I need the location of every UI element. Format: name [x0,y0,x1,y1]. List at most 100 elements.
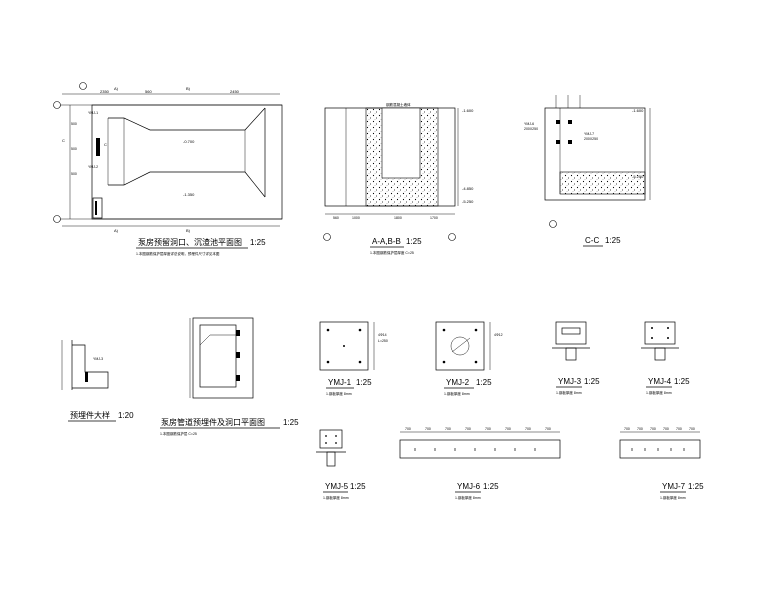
ymj-5-title: YMJ-5 [325,482,349,491]
ymj-4-note: 1.钢板厚度 8mm [646,390,672,395]
ymj-7-dim-0: 700 [624,427,630,431]
section-cc-scale: 1:25 [605,236,621,245]
section-cc-tag-a: YMJ-6 [524,122,534,126]
plan-dim-3: B) [186,86,191,91]
section-ab-scale: 1:25 [406,237,422,246]
ymj-6-dim-6: 700 [525,427,531,431]
plan-label-c: C [62,138,65,143]
ymj-6-scale: 1:25 [483,482,499,491]
detail-pump-embed: 泵房管道预埋件及洞口平面图 1:25 1.本图钢筋保护层 C=25 [160,317,299,436]
plan-dim-bot-0: A) [114,228,119,233]
section-cc-axis [549,220,557,228]
plan-left-dim-1: 500 [71,147,77,151]
plan-tag-2: YMJ-2 [88,165,98,169]
plan-view: 2350 A) 560 B) 2450 C C -0.700 -1.350 YM… [53,82,283,256]
ymj-6-dim-2: 700 [445,427,451,431]
axis-bubble-top [53,101,61,109]
section-ab-dim-2: 1800 [394,216,402,220]
ymj-2-note: 1.钢板厚度 8mm [444,391,470,396]
section-ab-dim-1: 1000 [352,216,360,220]
plan-dim-bot-1: B) [186,228,191,233]
ymj-3-scale: 1:25 [584,377,600,386]
plan-dim-1: A) [114,86,119,91]
ymj-1-detail: 4Φ14 L=250 YMJ-1 1:25 1.钢板厚度 8mm [319,321,388,396]
ymj-7-dim-2: 700 [650,427,656,431]
ymj-1-title: YMJ-1 [328,378,352,387]
ymj-6-dim-5: 700 [505,427,511,431]
section-ab: 钢筋混凝土墙体 -1.600 -4.850 -5.250 560 1000 18… [323,102,474,255]
ymj-2-title: YMJ-2 [446,378,470,387]
ymj-1-note: 1.钢板厚度 8mm [326,391,352,396]
section-ab-note: 1.本图钢筋保护层厚度 C=25 [370,250,414,255]
section-ab-axis-right [448,233,456,241]
detail-embedded-part: YMJ-3 预埋件大样 1:20 [61,340,134,422]
ymj-5-detail: YMJ-5 1:25 1.钢板厚度 8mm [316,429,366,500]
section-cc-tag-b-note: 200X250 [584,137,598,141]
section-cc-tag-b: YMJ-7 [584,132,594,136]
plan-title: 泵房预留洞口、沉渣池平面图 [138,237,242,247]
ymj-3-detail: YMJ-3 1:25 1.钢板厚度 8mm [552,321,600,395]
ymj-7-detail: 700 700 700 700 700 700 YMJ-7 1:25 1.钢板厚… [619,427,704,500]
plan-left-dim-2: 500 [71,172,77,176]
ymj-3-title: YMJ-3 [558,377,582,386]
axis-bubble-bottom [53,215,61,223]
section-cc-el-mid: -5.250 [632,174,644,179]
ymj-1-scale: 1:25 [356,378,372,387]
section-ab-title: A-A,B-B [372,237,401,246]
ymj-6-dim-7: 700 [545,427,551,431]
plan-elev-2: -1.350 [183,192,195,197]
plan-elev-1: -0.700 [183,139,195,144]
ymj-7-note: 1.钢板厚度 8mm [660,495,686,500]
ymj-4-scale: 1:25 [674,377,690,386]
plan-tag-1: YMJ-1 [88,111,98,115]
ymj-7-dim-3: 700 [663,427,669,431]
section-cc-tag-a-note: 200X250 [524,127,538,131]
ymj-2-scale: 1:25 [476,378,492,387]
plan-left-dim-0: 500 [71,122,77,126]
ymj-3-note: 1.钢板厚度 8mm [556,390,582,395]
plan-label-c2: C [104,142,107,147]
detail-2-title: 泵房管道预埋件及洞口平面图 [161,417,265,427]
detail-2-scale: 1:25 [283,418,299,427]
axis-bubble-col [79,82,87,90]
section-cc-title: C-C [585,236,599,245]
section-ab-dim-0: 560 [333,216,339,220]
ymj-4-detail: YMJ-4 1:25 1.钢板厚度 8mm [641,321,690,395]
detail-2-note: 1.本图钢筋保护层 C=25 [160,431,197,436]
detail-1-tag: YMJ-3 [93,357,103,361]
section-cc: YMJ-6 200X250 YMJ-7 200X250 -1.600 -5.25… [524,95,651,247]
ymj-7-scale: 1:25 [688,482,704,491]
ymj-6-dim-3: 700 [465,427,471,431]
ymj-5-scale: 1:25 [350,482,366,491]
section-ab-top-label: 钢筋混凝土墙体 [386,102,411,107]
ymj-5-note: 1.钢板厚度 8mm [323,495,349,500]
ymj-7-dim-1: 700 [637,427,643,431]
plan-dim-2: 560 [145,89,152,94]
section-ab-el-top: -1.600 [462,108,474,113]
ymj-1-dim: 4Φ14 [378,333,387,337]
ymj-2-detail: 4Φ12 YMJ-2 1:25 1.钢板厚度 8mm [435,321,503,396]
plan-scale: 1:25 [250,238,266,247]
ymj-1-len: L=250 [378,339,388,343]
ymj-4-title: YMJ-4 [648,377,672,386]
plan-dim-4: 2450 [230,89,240,94]
section-ab-axis-left [323,233,331,241]
ymj-6-title: YMJ-6 [457,482,481,491]
ymj-2-dim: 4Φ12 [494,333,503,337]
ymj-6-dim-0: 700 [405,427,411,431]
ymj-7-dim-4: 700 [676,427,682,431]
section-ab-dim-3: 1700 [430,216,438,220]
section-cc-el-top: -1.600 [632,108,644,113]
ymj-6-note: 1.钢板厚度 8mm [455,495,481,500]
ymj-6-dim-4: 700 [485,427,491,431]
plan-dim-0: 2350 [100,89,110,94]
ymj-7-dim-5: 700 [689,427,695,431]
detail-1-scale: 1:20 [118,411,134,420]
ymj-6-dim-1: 700 [425,427,431,431]
detail-1-title: 预埋件大样 [70,410,110,420]
ymj-7-title: YMJ-7 [662,482,686,491]
ymj-6-detail: 700 700 700 700 700 700 700 700 YMJ-6 1:… [399,427,561,500]
section-ab-el-bot: -5.250 [462,199,474,204]
section-ab-el-mid: -4.850 [462,186,474,191]
